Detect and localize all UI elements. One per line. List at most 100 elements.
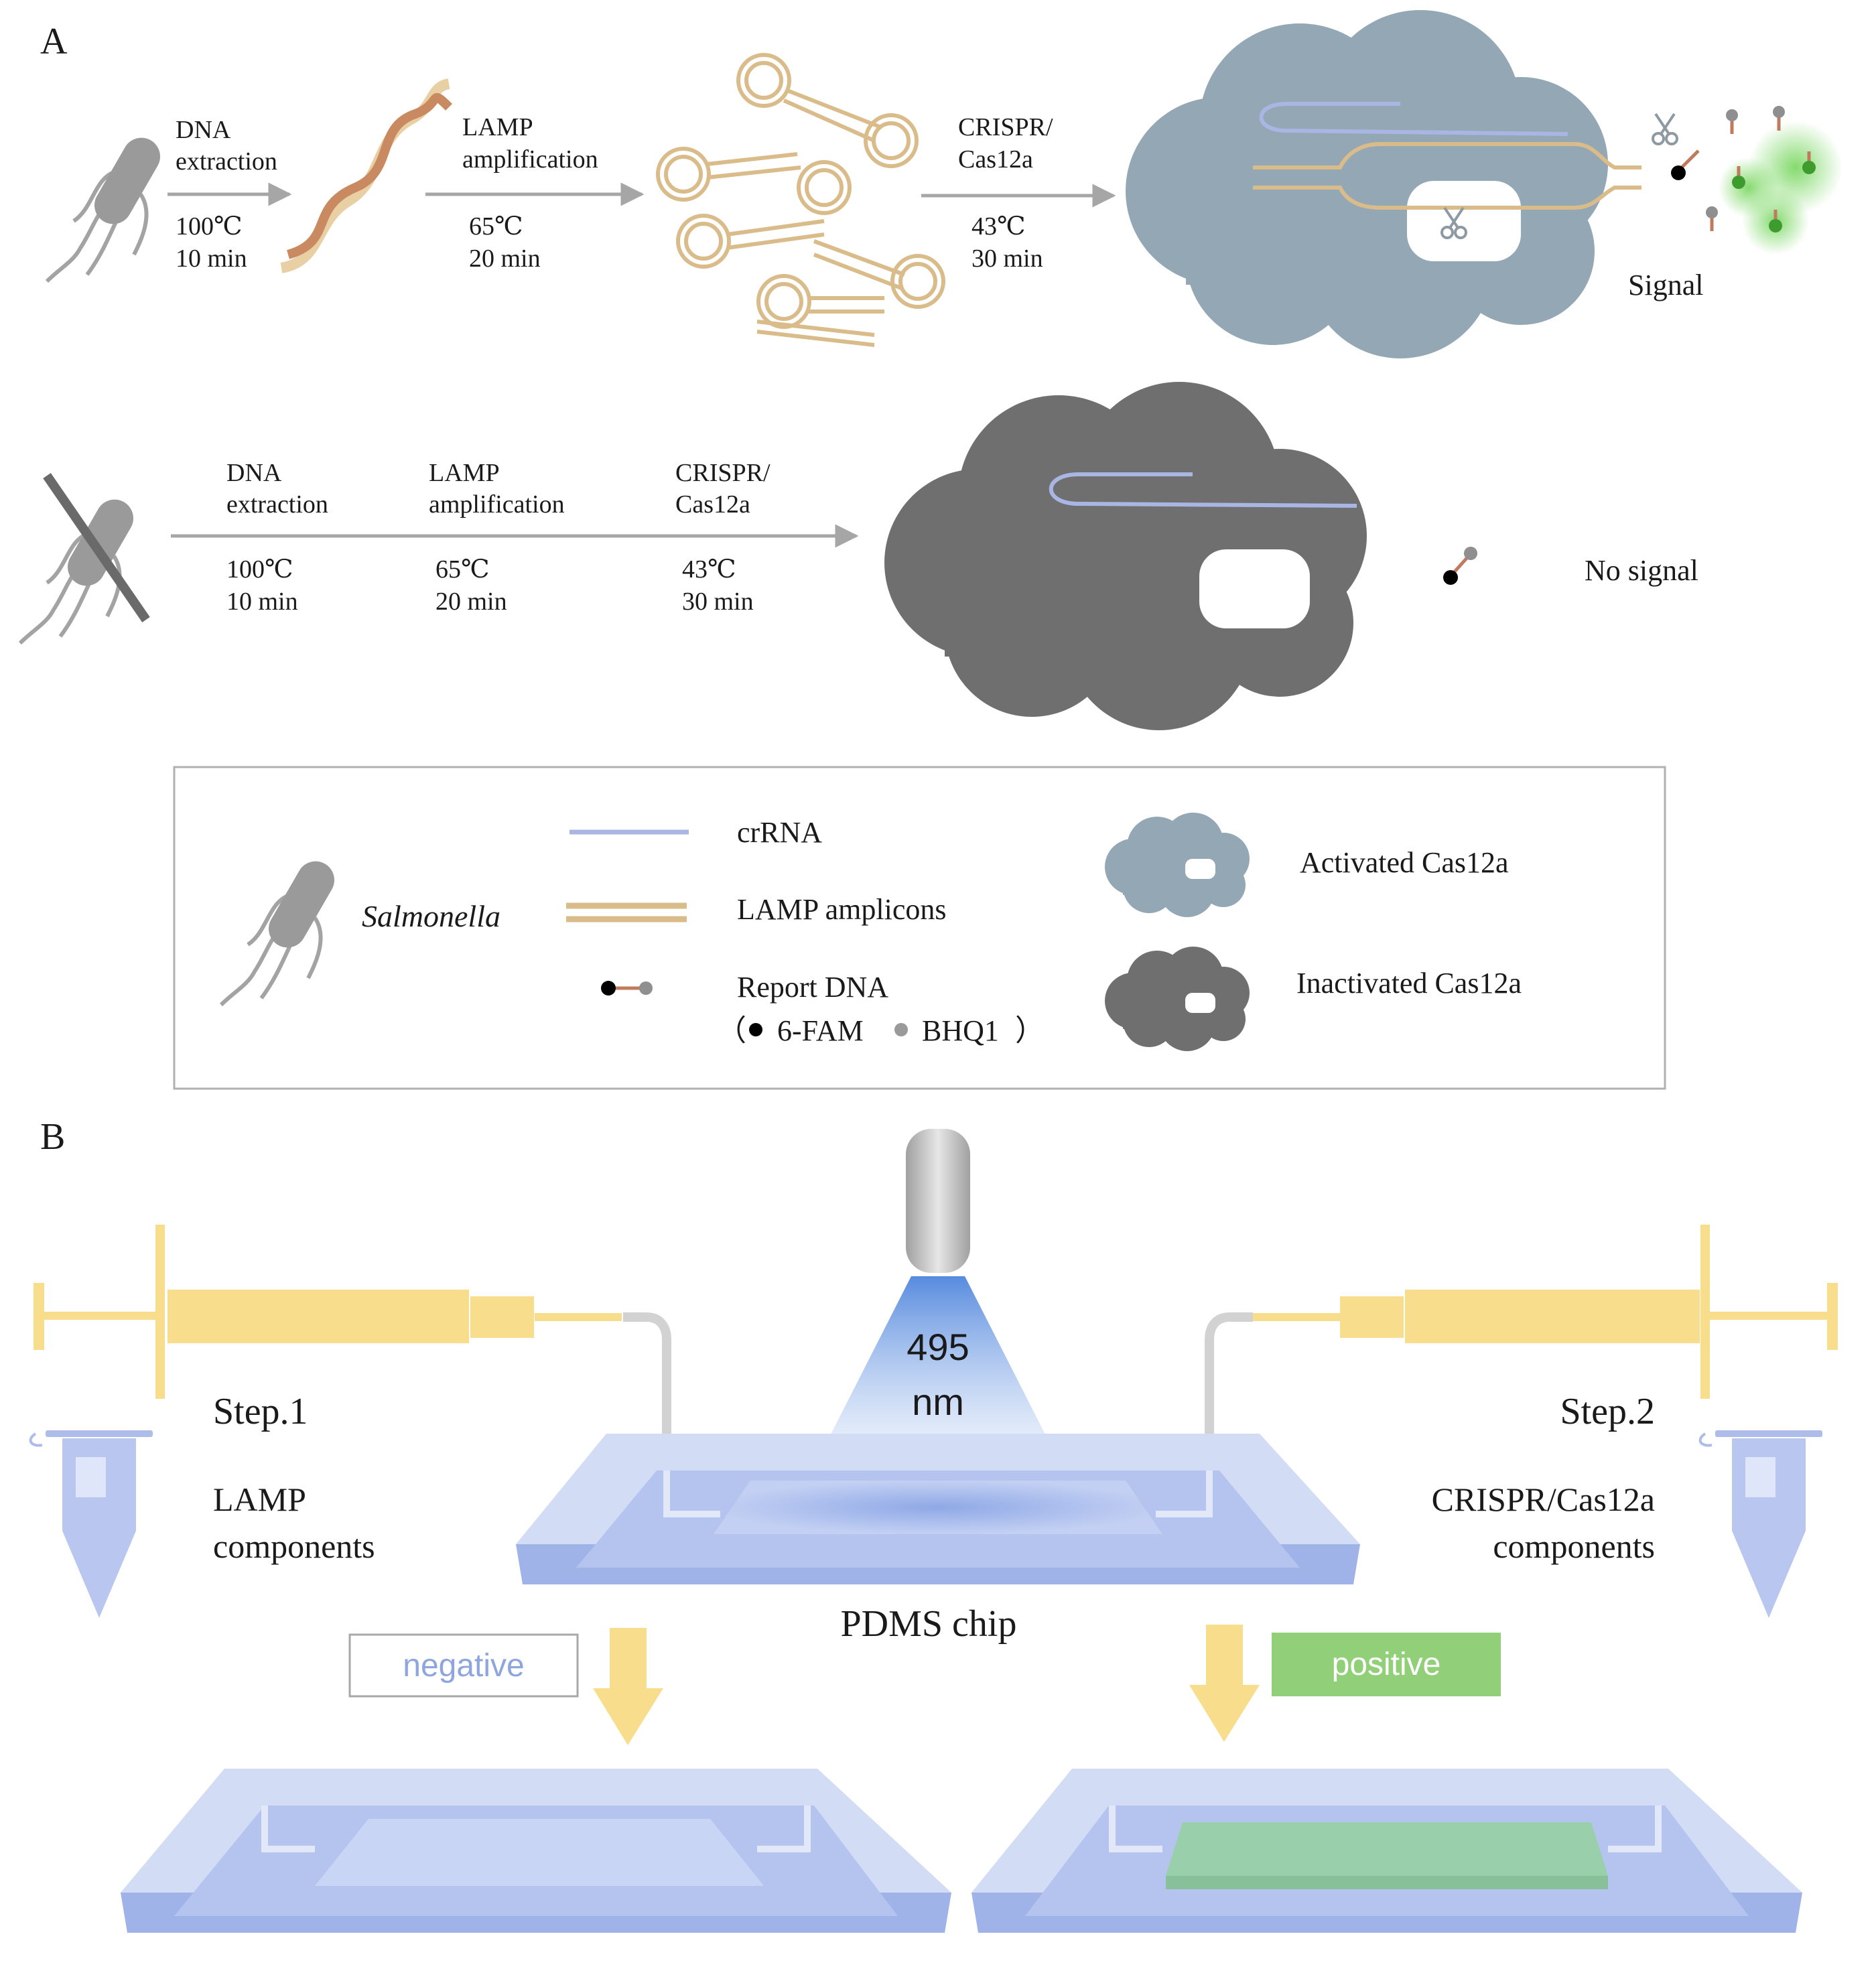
crrna-strand (1259, 102, 1568, 136)
step-duration: 20 min (469, 245, 541, 273)
crrna-strand (1049, 472, 1357, 508)
cas12a-inactive-pocket (1199, 549, 1310, 628)
step-temperature: 65℃ (469, 212, 523, 241)
positive-outcome-arrow (1189, 1625, 1260, 1742)
syringe-plunger-rod (1710, 1312, 1827, 1320)
step-label-line2: Cas12a (958, 145, 1033, 174)
right-syringe (1253, 1225, 1838, 1399)
dna-double-helix-icon (280, 78, 452, 273)
wavelength-unit: nm (912, 1381, 964, 1423)
legend-paren-close: ） (1015, 1014, 1045, 1047)
absent-cross-icon (43, 473, 150, 622)
signal-label: Signal (1628, 269, 1703, 301)
step1-label: Step.1 (213, 1391, 308, 1432)
light-beam (811, 1276, 1065, 1474)
step-label-line1: DNA (226, 459, 282, 487)
left-syringe (34, 1225, 622, 1399)
legend-box (173, 766, 1666, 1090)
syringe-plunger-rod (44, 1312, 158, 1320)
fam-dye-dot (1671, 165, 1686, 180)
pdms-chip-label: PDMS chip (841, 1603, 1017, 1645)
step-label-line1: LAMP (462, 113, 533, 141)
intact-reporter-icon (1443, 547, 1477, 585)
no-signal-label: No signal (1585, 554, 1698, 587)
step-label-line2: amplification (462, 145, 598, 174)
lamp-amplicon-strand (1253, 142, 1642, 169)
step-temperature: 65℃ (436, 555, 490, 584)
negative-chip-chamber (315, 1819, 764, 1886)
step1-line2: components (213, 1527, 375, 1565)
step-temperature: 100℃ (226, 555, 293, 584)
legend-activated-label: Activated Cas12a (1300, 846, 1509, 879)
negative-step-labels: DNA extraction 100℃ 10 min LAMP amplific… (226, 459, 770, 616)
right-inlet-tube (1205, 1312, 1253, 1471)
syringe-needle (1253, 1313, 1340, 1321)
cleaved-reporter-icon (1706, 206, 1718, 231)
step2-label: Step.2 (1560, 1391, 1655, 1432)
negative-result-box (348, 1633, 579, 1698)
positive-row: DNA extraction 100℃ 10 min LAMP amplific… (47, 10, 1842, 358)
syringe-hub (470, 1296, 534, 1338)
syringe-barrel (168, 1290, 469, 1343)
reporter-cleavage-signal: Signal (1628, 106, 1842, 301)
cas12a-active-pocket (1407, 181, 1521, 261)
objective-lens-icon (906, 1129, 970, 1273)
pdms-chip (516, 1434, 1360, 1584)
step-temperature: 43℃ (972, 212, 1026, 241)
legend-bhq-label: BHQ1 (922, 1014, 999, 1047)
chip-channel (663, 1471, 1213, 1517)
dna-extraction-step: DNA extraction 100℃ 10 min (168, 116, 292, 273)
syringe-hub (1340, 1296, 1404, 1338)
step-duration: 20 min (436, 588, 507, 616)
negative-row: DNA extraction 100℃ 10 min LAMP amplific… (20, 382, 1698, 730)
step-temperature: 100℃ (176, 212, 243, 241)
panel-b-label: B (40, 1116, 65, 1158)
syringe-barrel (1405, 1290, 1700, 1343)
excitation-light: 495 nm (811, 1129, 1065, 1474)
step-duration: 30 min (682, 588, 754, 616)
step-temperature: 43℃ (682, 555, 736, 584)
salmonella-bacterium-icon (47, 131, 167, 281)
crispr-reagent-tube-icon (1698, 1429, 1824, 1619)
step-label-line1: CRISPR/ (675, 459, 770, 487)
step-label-line1: DNA (176, 116, 231, 144)
step2-line2: components (1493, 1527, 1655, 1565)
legend-reporter-swatch (601, 981, 653, 996)
positive-result-box (1272, 1633, 1501, 1696)
step-duration: 30 min (972, 245, 1043, 273)
legend-fam-label: 6-FAM (777, 1014, 864, 1047)
salmonella-bacterium-icon (20, 492, 140, 643)
legend-activated-cas12a-icon (1105, 813, 1250, 917)
step-label-line2: extraction (226, 490, 328, 519)
legend-bhq-dot (894, 1023, 908, 1036)
positive-chip-chamber (1166, 1822, 1608, 1876)
legend-inactivated-label: Inactivated Cas12a (1296, 967, 1522, 1000)
lamp-amplicons-icon (656, 53, 945, 347)
legend-crrna-label: crRNA (737, 816, 822, 849)
legend-salmonella-label: Salmonella (362, 899, 500, 933)
step-duration: 10 min (226, 588, 298, 616)
negative-chip (121, 1769, 951, 1933)
panel-a-label: A (40, 21, 68, 62)
wavelength-value: 495 (907, 1326, 969, 1368)
positive-chip (972, 1769, 1802, 1933)
legend-paren-open: （ (717, 1014, 746, 1047)
legend: Salmonella crRNA LAMP amplicons Report D… (173, 766, 1666, 1090)
negative-outcome-arrow (593, 1628, 663, 1745)
chip-reaction-chamber (714, 1481, 1162, 1534)
crispr-cas12a-step: CRISPR/ Cas12a 43℃ 30 min (921, 113, 1116, 273)
left-inlet-tube (623, 1312, 671, 1471)
step2-line1: CRISPR/Cas12a (1432, 1481, 1655, 1518)
cleaved-reporter-icon (1726, 109, 1738, 134)
legend-lamp-label: LAMP amplicons (737, 893, 946, 926)
step1-line1: LAMP (213, 1481, 306, 1518)
step-label-line2: amplification (429, 490, 565, 519)
lamp-amplification-step: LAMP amplification 65℃ 20 min (425, 113, 645, 273)
activated-cas12a-complex (1126, 10, 1642, 358)
legend-salmonella-icon (221, 854, 341, 1005)
lamp-reagent-tube-icon (29, 1429, 154, 1619)
syringe-flange (1700, 1225, 1710, 1399)
scissors-icon (1652, 113, 1678, 145)
step-label-line2: Cas12a (675, 490, 750, 519)
